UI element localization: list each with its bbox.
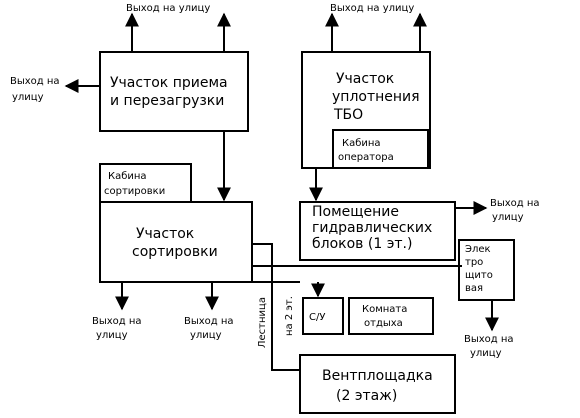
receiving-box bbox=[99, 51, 249, 132]
electrical-label-3: щито bbox=[465, 270, 493, 281]
ventilation-label-2: (2 этаж) bbox=[336, 388, 397, 404]
operator-cabin-label-2: оператора bbox=[338, 152, 394, 163]
sorting-label-1: Участок bbox=[136, 226, 194, 242]
rest-room-box bbox=[348, 297, 434, 335]
exit-label-sorting-1b: улицу bbox=[96, 330, 128, 341]
receiving-label-1: Участок приема bbox=[110, 75, 228, 91]
rest-room-label-2: отдыха bbox=[364, 318, 403, 329]
electrical-label-1: Элек bbox=[465, 244, 491, 255]
su-label: С/У bbox=[309, 312, 325, 323]
stairs-line bbox=[252, 243, 300, 371]
hydraulics-box bbox=[299, 201, 456, 261]
exit-label-left-2: улицу bbox=[12, 92, 44, 103]
compaction-label-1: Участок bbox=[336, 71, 394, 87]
rest-room-label-1: Комната bbox=[362, 304, 407, 315]
sorting-label-2: сортировки bbox=[132, 244, 218, 260]
exit-label-compaction-top: Выход на улицу bbox=[330, 3, 414, 14]
compaction-label-2: уплотнения bbox=[332, 89, 420, 105]
operator-cabin-label-1: Кабина bbox=[342, 138, 381, 149]
exit-label-right-1: Выход на bbox=[490, 198, 540, 209]
electrical-box bbox=[458, 239, 515, 301]
compaction-label-3: ТБО bbox=[333, 107, 363, 123]
hydraulics-label-3: блоков (1 эт.) bbox=[312, 236, 412, 252]
stairs-label: Лестница bbox=[257, 297, 268, 348]
exit-label-electrical-1: Выход на bbox=[464, 334, 514, 345]
exit-label-sorting-1a: Выход на bbox=[92, 316, 142, 327]
electrical-label-2: тро bbox=[465, 257, 483, 268]
operator-cabin-box bbox=[332, 129, 429, 169]
stairs-floor-label: на 2 эт. bbox=[284, 296, 295, 336]
exit-label-receiving-top: Выход на улицу bbox=[126, 3, 210, 14]
electrical-label-4: вая bbox=[465, 283, 483, 294]
exit-label-sorting-2b: улицу bbox=[190, 330, 222, 341]
exit-label-left-1: Выход на bbox=[10, 76, 60, 87]
su-box bbox=[302, 297, 344, 335]
sorting-box bbox=[99, 201, 253, 283]
ventilation-label-1: Вентплощадка bbox=[322, 368, 433, 384]
hydraulics-label-2: гидравлических bbox=[312, 220, 432, 236]
hydraulics-label-1: Помещение bbox=[312, 204, 399, 220]
ventilation-box bbox=[299, 354, 456, 414]
sorting-cabin-label-1: Кабина bbox=[108, 171, 147, 182]
exit-label-sorting-2a: Выход на bbox=[184, 316, 234, 327]
sorting-cabin-label-2: сортировки bbox=[104, 186, 165, 197]
receiving-label-2: и перезагрузки bbox=[110, 93, 224, 109]
exit-label-right-2: улицу bbox=[492, 212, 524, 223]
compaction-box bbox=[301, 51, 431, 169]
exit-label-electrical-2: улицу bbox=[470, 348, 502, 359]
